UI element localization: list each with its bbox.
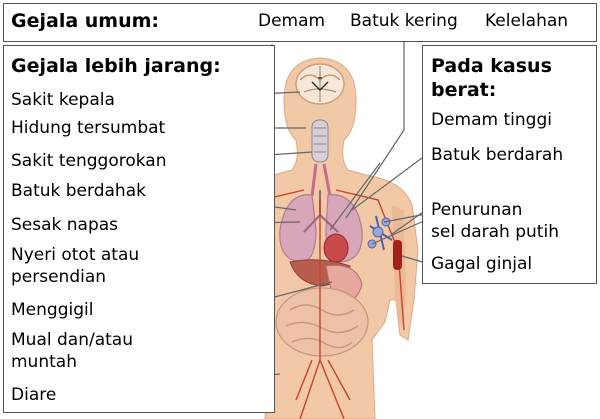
intestines-icon [275, 287, 369, 357]
severe-low-wbc-line1: Penurunan [431, 200, 523, 220]
severe-kidney-failure: Gagal ginjal [431, 254, 533, 274]
severe-high-fever: Demam tinggi [431, 110, 552, 130]
severe-heading-line1: Pada kasus [431, 55, 552, 77]
severe-coughing-blood: Batuk berdarah [431, 145, 564, 165]
common-symptom-fatigue: Kelelahan [485, 11, 569, 31]
common-symptoms-box [3, 3, 597, 42]
common-symptom-dry-cough: Batuk kering [350, 11, 458, 31]
less-common-heading: Gejala lebih jarang: [11, 55, 221, 77]
brain-icon [295, 63, 345, 105]
symptom-nasal-congestion: Hidung tersumbat [11, 118, 166, 138]
common-symptom-fever: Demam [258, 11, 326, 31]
common-symptoms-heading: Gejala umum: [11, 10, 160, 32]
kidney-icon [393, 240, 402, 270]
symptom-muscle-pain-line2: persendian [11, 267, 107, 287]
severe-cases-box [422, 45, 597, 284]
symptom-muscle-pain-line1: Nyeri otot atau [11, 245, 140, 265]
less-common-symptoms-box [3, 45, 275, 413]
severe-low-wbc-line2: sel darah putih [431, 222, 559, 242]
heart-icon [323, 233, 349, 263]
symptom-nausea-line2: muntah [11, 352, 77, 372]
throat-icon [310, 119, 332, 197]
severe-heading-line2: berat: [431, 79, 497, 101]
symptom-sore-throat: Sakit tenggorokan [11, 151, 167, 171]
symptom-shortness-of-breath: Sesak napas [11, 215, 119, 235]
symptom-productive-cough: Batuk berdahak [11, 181, 146, 201]
symptom-diarrhea: Diare [11, 385, 57, 405]
symptom-chills: Menggigil [11, 300, 94, 320]
symptom-nausea-line1: Mual dan/atau [11, 330, 133, 350]
symptom-headache: Sakit kepala [11, 90, 115, 110]
